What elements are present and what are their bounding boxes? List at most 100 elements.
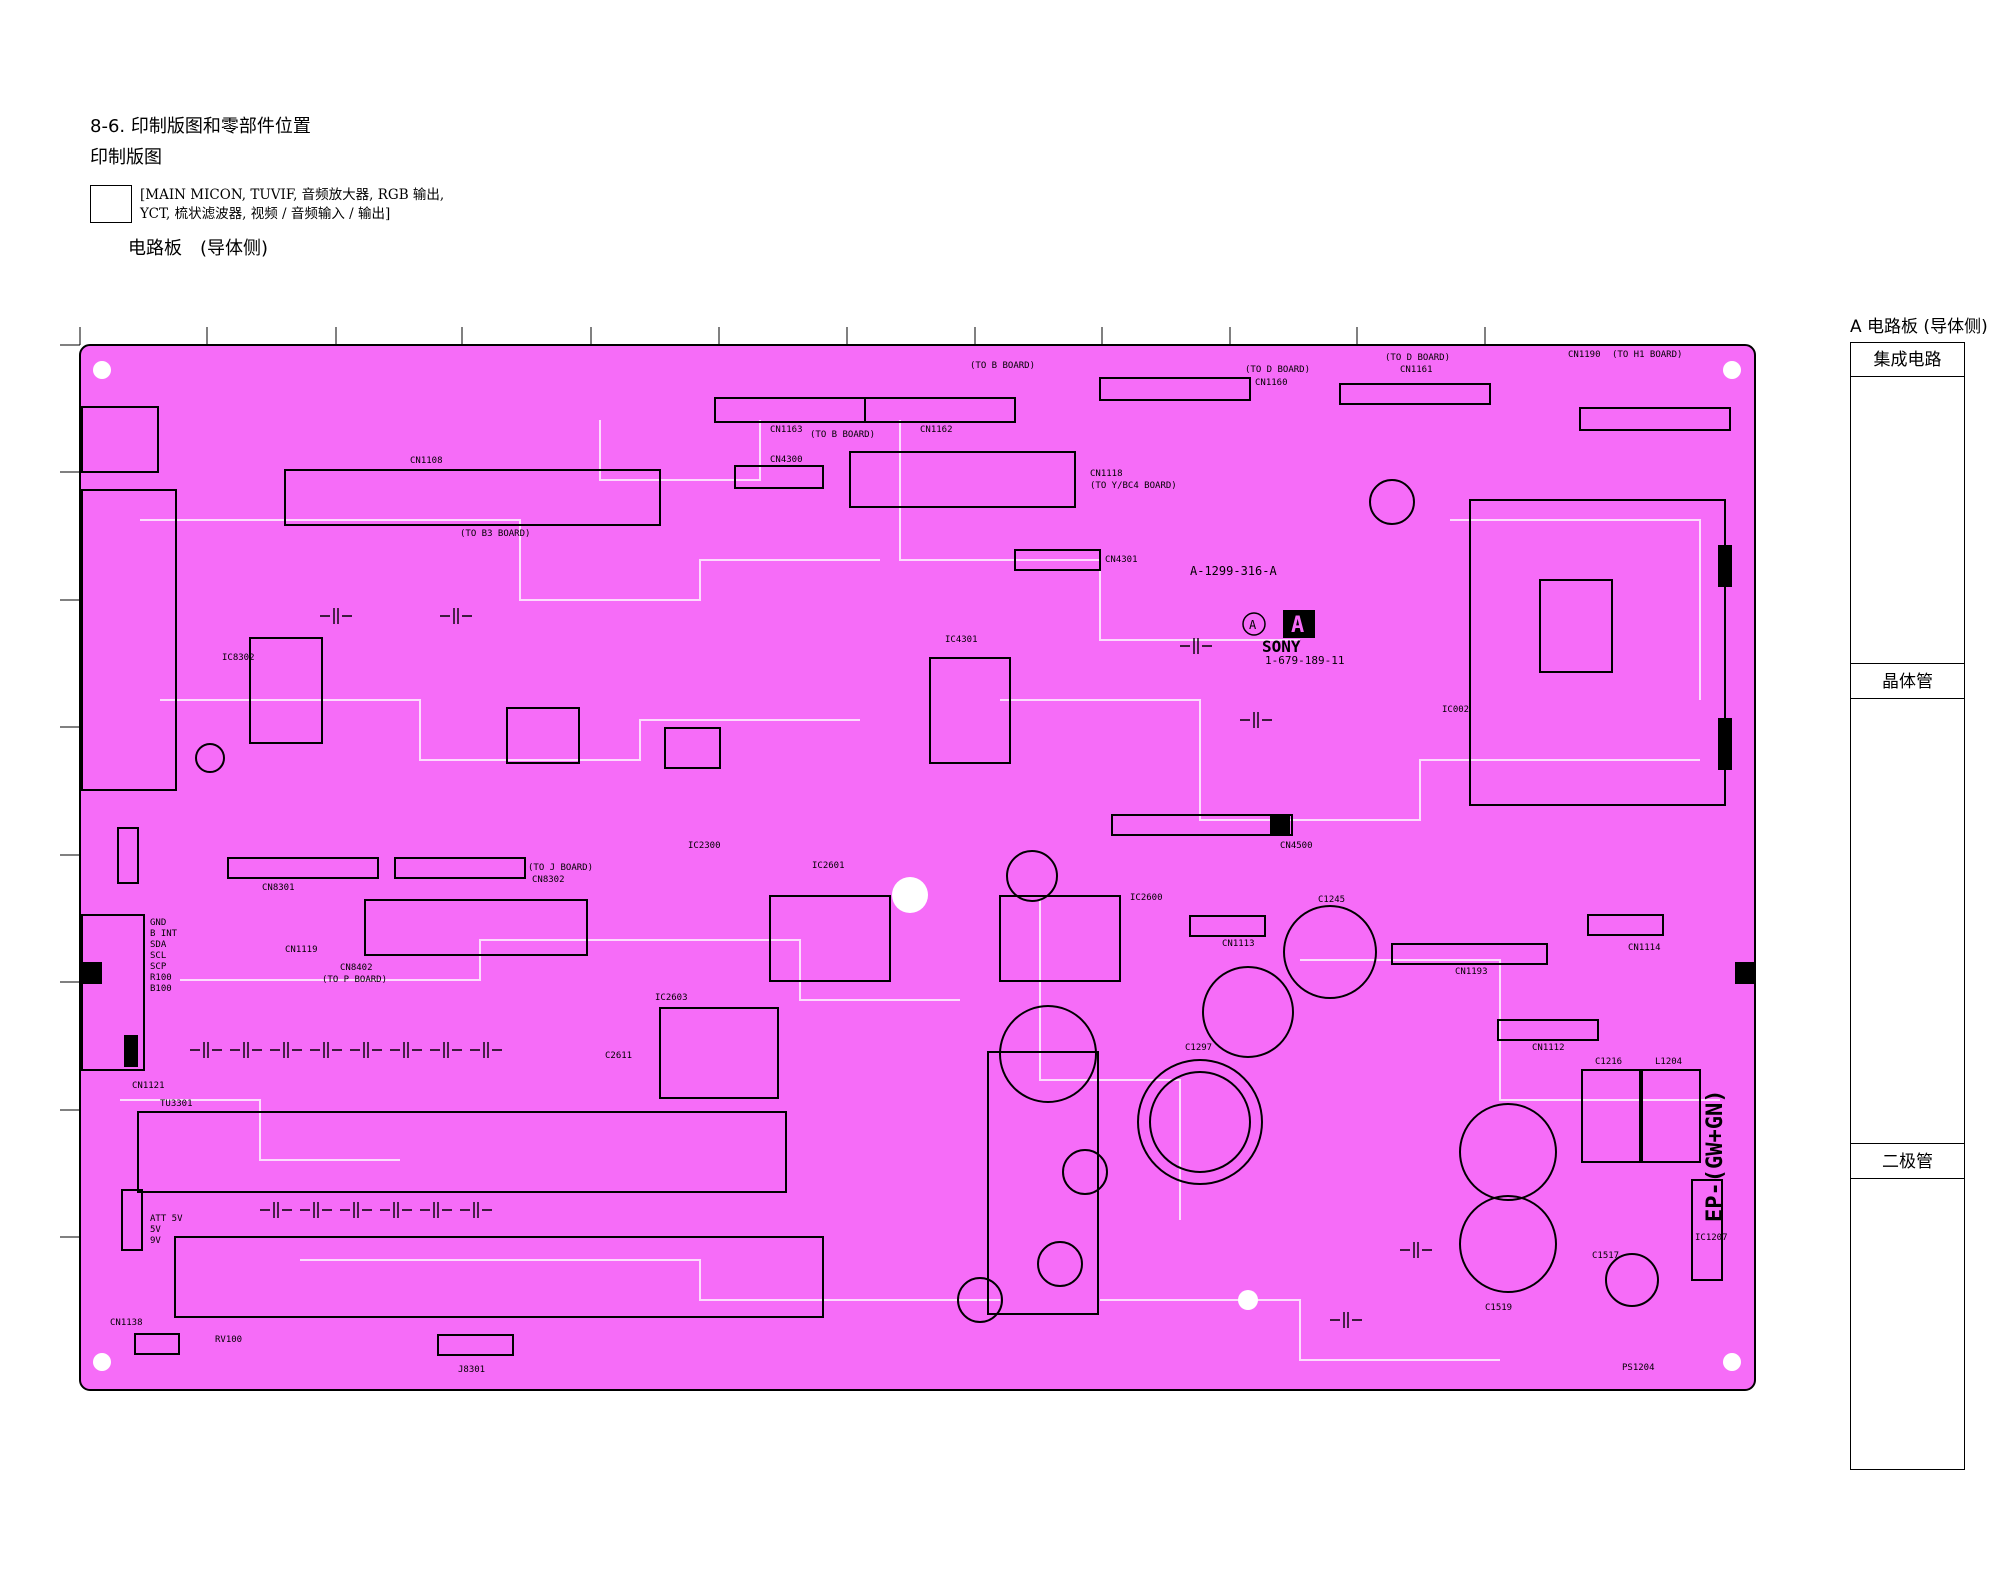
label-ic2603: IC2603 xyxy=(655,993,688,1003)
connector-cn1100 xyxy=(81,914,145,1071)
label-pin-att5v: ATT 5V xyxy=(150,1214,183,1224)
label-ic2300: IC2300 xyxy=(688,841,721,851)
label-pin-b100: B100 xyxy=(150,984,172,994)
jack-block-video xyxy=(81,489,177,791)
label-ic002: IC002 xyxy=(1442,705,1469,715)
connector-cn1118 xyxy=(849,451,1076,508)
ic-ic002 xyxy=(1539,579,1613,673)
diode-section-header: 二极管 xyxy=(1851,1145,1964,1179)
label-cn1190: CN1190 xyxy=(1568,350,1601,360)
label-cn1113: CN1113 xyxy=(1222,939,1255,949)
label-cn1162: CN1162 xyxy=(920,425,953,435)
label-pin-gnd: GND xyxy=(150,918,166,928)
cap-c1244 xyxy=(999,1005,1097,1103)
connector-cn1162 xyxy=(864,397,1016,423)
board-labels: CN1108 (TO B3 BOARD) CN1163 (TO B BOARD)… xyxy=(110,350,1728,1375)
label-ic2600: IC2600 xyxy=(1130,893,1163,903)
label-pin-bint: B INT xyxy=(150,929,178,939)
label-cn8301: CN8301 xyxy=(262,883,295,893)
brand-name: SONY xyxy=(1262,637,1301,656)
note-cn8302: (TO J BOARD) xyxy=(528,863,593,873)
label-c1519: C1519 xyxy=(1485,1303,1512,1313)
label-pin-scp: SCP xyxy=(150,962,167,972)
ic-ic2600 xyxy=(999,895,1121,982)
legend-swatch xyxy=(90,185,132,223)
connector-cn4300 xyxy=(734,465,824,489)
cap-c1241 xyxy=(1202,966,1294,1058)
legend-text-line-1: [MAIN MICON, TUVIF, 音频放大器, RGB 输出, xyxy=(140,187,445,203)
coil-l1204 xyxy=(1581,1069,1641,1163)
connector-cn1190 xyxy=(1579,407,1731,431)
label-ic1207: IC1207 xyxy=(1695,1233,1728,1243)
label-cn1116: CN1138 xyxy=(110,1318,143,1328)
label-c1517: C1517 xyxy=(1592,1251,1619,1261)
jack-j8301 xyxy=(81,406,159,473)
label-cn8402: CN8402 xyxy=(340,963,373,973)
cap-c1267 xyxy=(957,1277,1003,1323)
connector-cn8301 xyxy=(227,857,379,879)
connector-cn1138 xyxy=(437,1334,514,1356)
cap-c8325 xyxy=(195,743,225,773)
label-cn4300: CN4300 xyxy=(770,455,803,465)
note-cn1161: (TO D BOARD) xyxy=(1385,353,1450,363)
cap-c1519 xyxy=(1459,1103,1557,1201)
label-cn4500: CN4500 xyxy=(1280,841,1313,851)
component-outlines xyxy=(81,377,1731,1356)
coil-l1202 xyxy=(1641,1069,1701,1163)
tuner-tu3301 xyxy=(174,1236,824,1318)
ic-ic2300 xyxy=(664,727,721,769)
electrolytic-capacitors xyxy=(195,479,1659,1323)
connector-cn1196 xyxy=(117,827,139,884)
label-cn1118: CN1118 xyxy=(1090,469,1123,479)
label-pin-5v: 5V xyxy=(150,1225,161,1235)
cap-l006 xyxy=(1369,479,1415,525)
label-cn1114: CN1114 xyxy=(1628,943,1661,953)
copper-traces xyxy=(120,420,1720,1361)
connector-cn1161 xyxy=(1339,383,1491,405)
connector-cn8402 xyxy=(364,899,588,956)
connector-cn8302 xyxy=(394,857,526,879)
small-capacitors xyxy=(190,608,1432,1328)
label-rv100: C2611 xyxy=(605,1051,632,1061)
label-cn4301: CN4301 xyxy=(1105,555,1138,565)
note-cn1118: (TO Y/BC4 BOARD) xyxy=(1090,481,1177,491)
connector-cn1112 xyxy=(1497,1019,1599,1041)
transistor-section-header: 晶体管 xyxy=(1851,665,1964,699)
ic-ic2601 xyxy=(769,895,891,982)
label-c1297: C1297 xyxy=(1185,1043,1212,1053)
heatsink-ic1204 xyxy=(987,1051,1099,1315)
board-outline xyxy=(79,344,1756,1391)
cap-c2613 xyxy=(1006,850,1058,902)
parts-location-panel: 集成电路 晶体管 二极管 xyxy=(1850,342,1965,1470)
tuner-tu101 xyxy=(137,1111,787,1193)
label-cn1138: J8301 xyxy=(458,1365,485,1375)
legend-text-line-2: YCT, 梳状滤波器, 视频 / 音频输入 / 输出] xyxy=(140,206,391,222)
ic-ic2603 xyxy=(659,1007,779,1099)
label-board-id: A-1299-316-A xyxy=(1190,564,1277,578)
label-c1245: C1245 xyxy=(1318,895,1345,905)
svg-text:A: A xyxy=(1249,618,1257,632)
connector-cn4301 xyxy=(1014,549,1101,571)
board-side-label: 电路板 (导体侧) xyxy=(128,238,269,259)
ic-section-header: 集成电路 xyxy=(1851,343,1964,377)
label-lp001: PS1204 xyxy=(1622,1363,1655,1373)
label-pin-sda: SDA xyxy=(150,940,167,950)
label-ic4301: IC4301 xyxy=(945,635,978,645)
cap-c1517 xyxy=(1459,1195,1557,1293)
label-cn1193: CN1193 xyxy=(1455,967,1488,977)
label-cn1121: CN1121 xyxy=(132,1081,165,1091)
label-l1204: C1216 xyxy=(1595,1057,1622,1067)
label-cn1161: CN1161 xyxy=(1400,365,1433,375)
connector-cn4500 xyxy=(1111,814,1293,836)
label-cn1163: CN1163 xyxy=(770,425,803,435)
mounting-holes xyxy=(93,361,1741,1371)
grid-ticks xyxy=(60,327,1486,1238)
note-cn1108: (TO B3 BOARD) xyxy=(460,529,530,539)
label-pin-r100: R100 xyxy=(150,973,172,983)
ic-ic4301 xyxy=(929,657,1011,764)
note-cn1162: (TO B BOARD) xyxy=(970,361,1035,371)
section-subtitle: 印制版图 xyxy=(90,147,162,168)
note-cn8402: (TO P BOARD) xyxy=(322,975,387,985)
sub-board-right xyxy=(1469,499,1726,806)
